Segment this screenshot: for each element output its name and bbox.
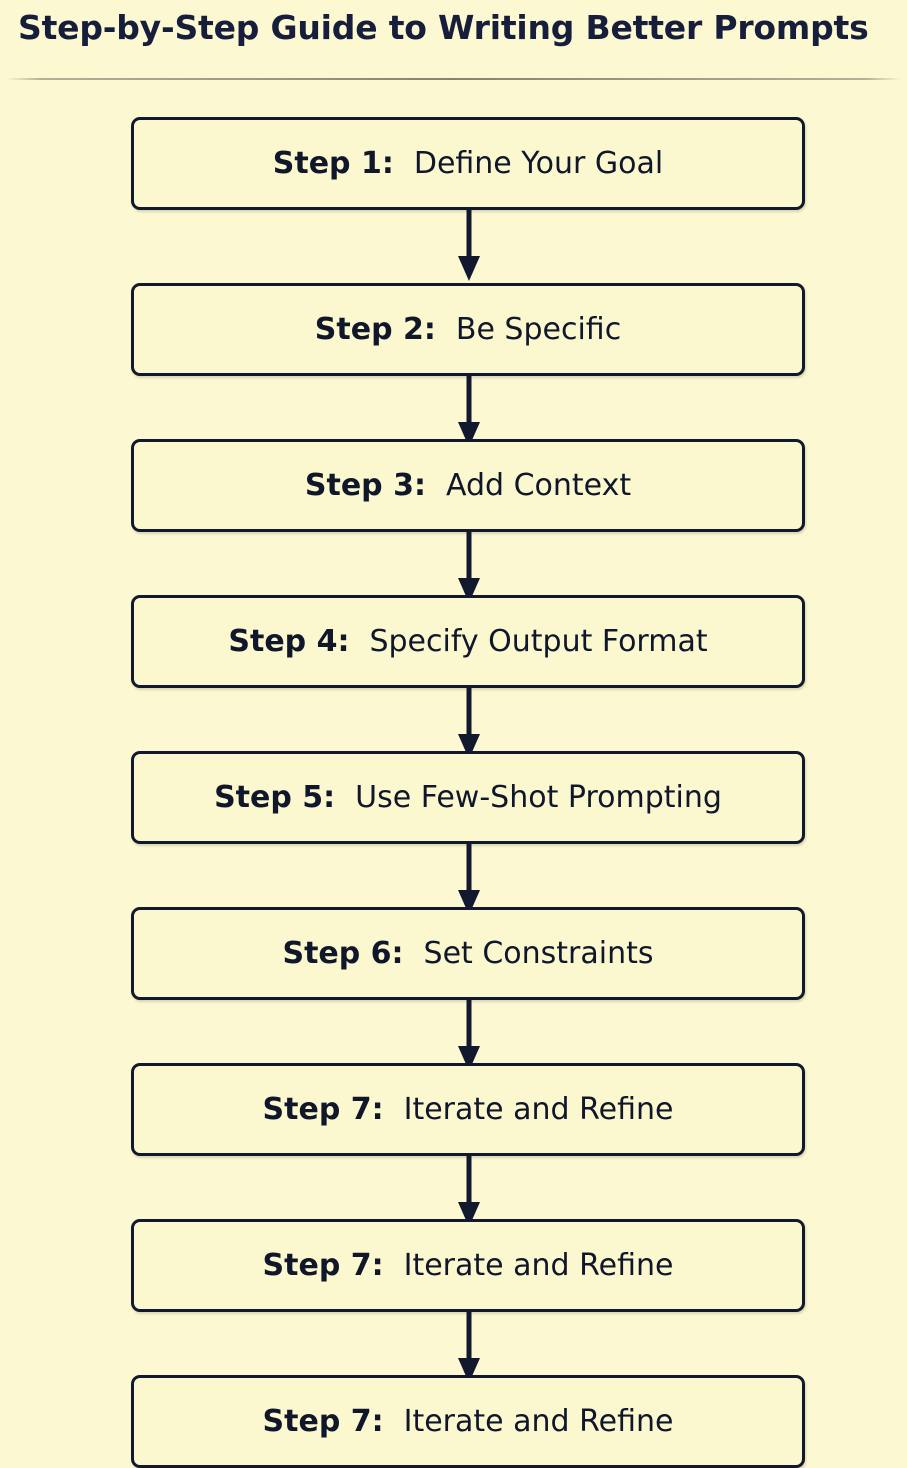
arrow-down-icon [458,1156,480,1227]
arrow-down-icon [458,844,480,915]
flow-node-step-prefix: Step 3: [304,467,437,503]
flow-node-step-prefix: Step 2: [314,311,447,347]
flow-node-step-prefix: Step 4: [228,623,360,659]
arrow-down-icon [458,210,480,281]
header-divider [6,78,901,80]
flow-node-step-7-repeat-2[interactable]: Step 7: Iterate and Refine [131,1375,805,1468]
flow-connector-8-to-9 [453,1312,485,1385]
flow-node-step-7[interactable]: Step 7: Iterate and Refine [131,1063,805,1156]
arrow-down-icon [458,1000,480,1071]
flow-node-step-label: Specify Output Format [369,623,708,659]
flow-connector-5-to-6 [453,844,485,917]
flow-connector-1-to-2 [453,210,485,283]
flow-connector-6-to-7 [453,1000,485,1073]
flow-node-step-prefix: Step 7: [262,1247,395,1283]
flow-node-step-2[interactable]: Step 2: Be Specific [131,283,805,376]
flow-node-text: Step 7: Iterate and Refine [262,1247,674,1283]
flow-node-text: Step 6: Set Constraints [282,935,654,971]
arrow-down-icon [458,376,480,447]
page-header: Step-by-Step Guide to Writing Better Pro… [0,0,907,80]
flow-node-text: Step 7: Iterate and Refine [262,1403,674,1439]
flow-node-step-label: Use Few-Shot Prompting [355,779,722,815]
flow-node-step-prefix: Step 7: [262,1091,395,1127]
flow-node-step-label: Iterate and Refine [403,1091,674,1127]
arrow-down-icon [458,532,480,603]
flow-connector-3-to-4 [453,532,485,605]
flow-node-text: Step 2: Be Specific [314,311,622,347]
arrow-down-icon [458,688,480,759]
arrow-down-icon [458,1312,480,1383]
flow-connector-7-to-8 [453,1156,485,1229]
flow-connector-4-to-5 [453,688,485,761]
flow-node-text: Step 3: Add Context [304,467,632,503]
flow-node-step-label: Iterate and Refine [403,1403,674,1439]
flow-node-step-label: Iterate and Refine [403,1247,674,1283]
flow-node-step-1[interactable]: Step 1: Define Your Goal [131,117,805,210]
flow-node-step-label: Be Specific [455,311,622,347]
flow-node-step-4[interactable]: Step 4: Specify Output Format [131,595,805,688]
flow-node-step-prefix: Step 1: [272,145,405,181]
flowchart-canvas: Step 1: Define Your Goal Step 2: Be Spec… [0,79,907,1468]
page-title: Step-by-Step Guide to Writing Better Pro… [18,8,869,47]
flow-node-step-3[interactable]: Step 3: Add Context [131,439,805,532]
flow-node-text: Step 5: Use Few-Shot Prompting [214,779,722,815]
flow-node-step-prefix: Step 6: [282,935,414,971]
flow-node-text: Step 1: Define Your Goal [272,145,664,181]
flow-node-step-prefix: Step 7: [262,1403,395,1439]
flow-node-step-label: Add Context [445,467,632,503]
flow-node-step-label: Define Your Goal [413,145,664,181]
flow-node-text: Step 4: Specify Output Format [228,623,708,659]
flow-node-step-7-repeat-1[interactable]: Step 7: Iterate and Refine [131,1219,805,1312]
flow-connector-2-to-3 [453,376,485,449]
flow-node-step-6[interactable]: Step 6: Set Constraints [131,907,805,1000]
flow-node-step-5[interactable]: Step 5: Use Few-Shot Prompting [131,751,805,844]
flow-node-step-label: Set Constraints [423,935,654,971]
flow-node-text: Step 7: Iterate and Refine [262,1091,674,1127]
flow-node-step-prefix: Step 5: [214,779,346,815]
